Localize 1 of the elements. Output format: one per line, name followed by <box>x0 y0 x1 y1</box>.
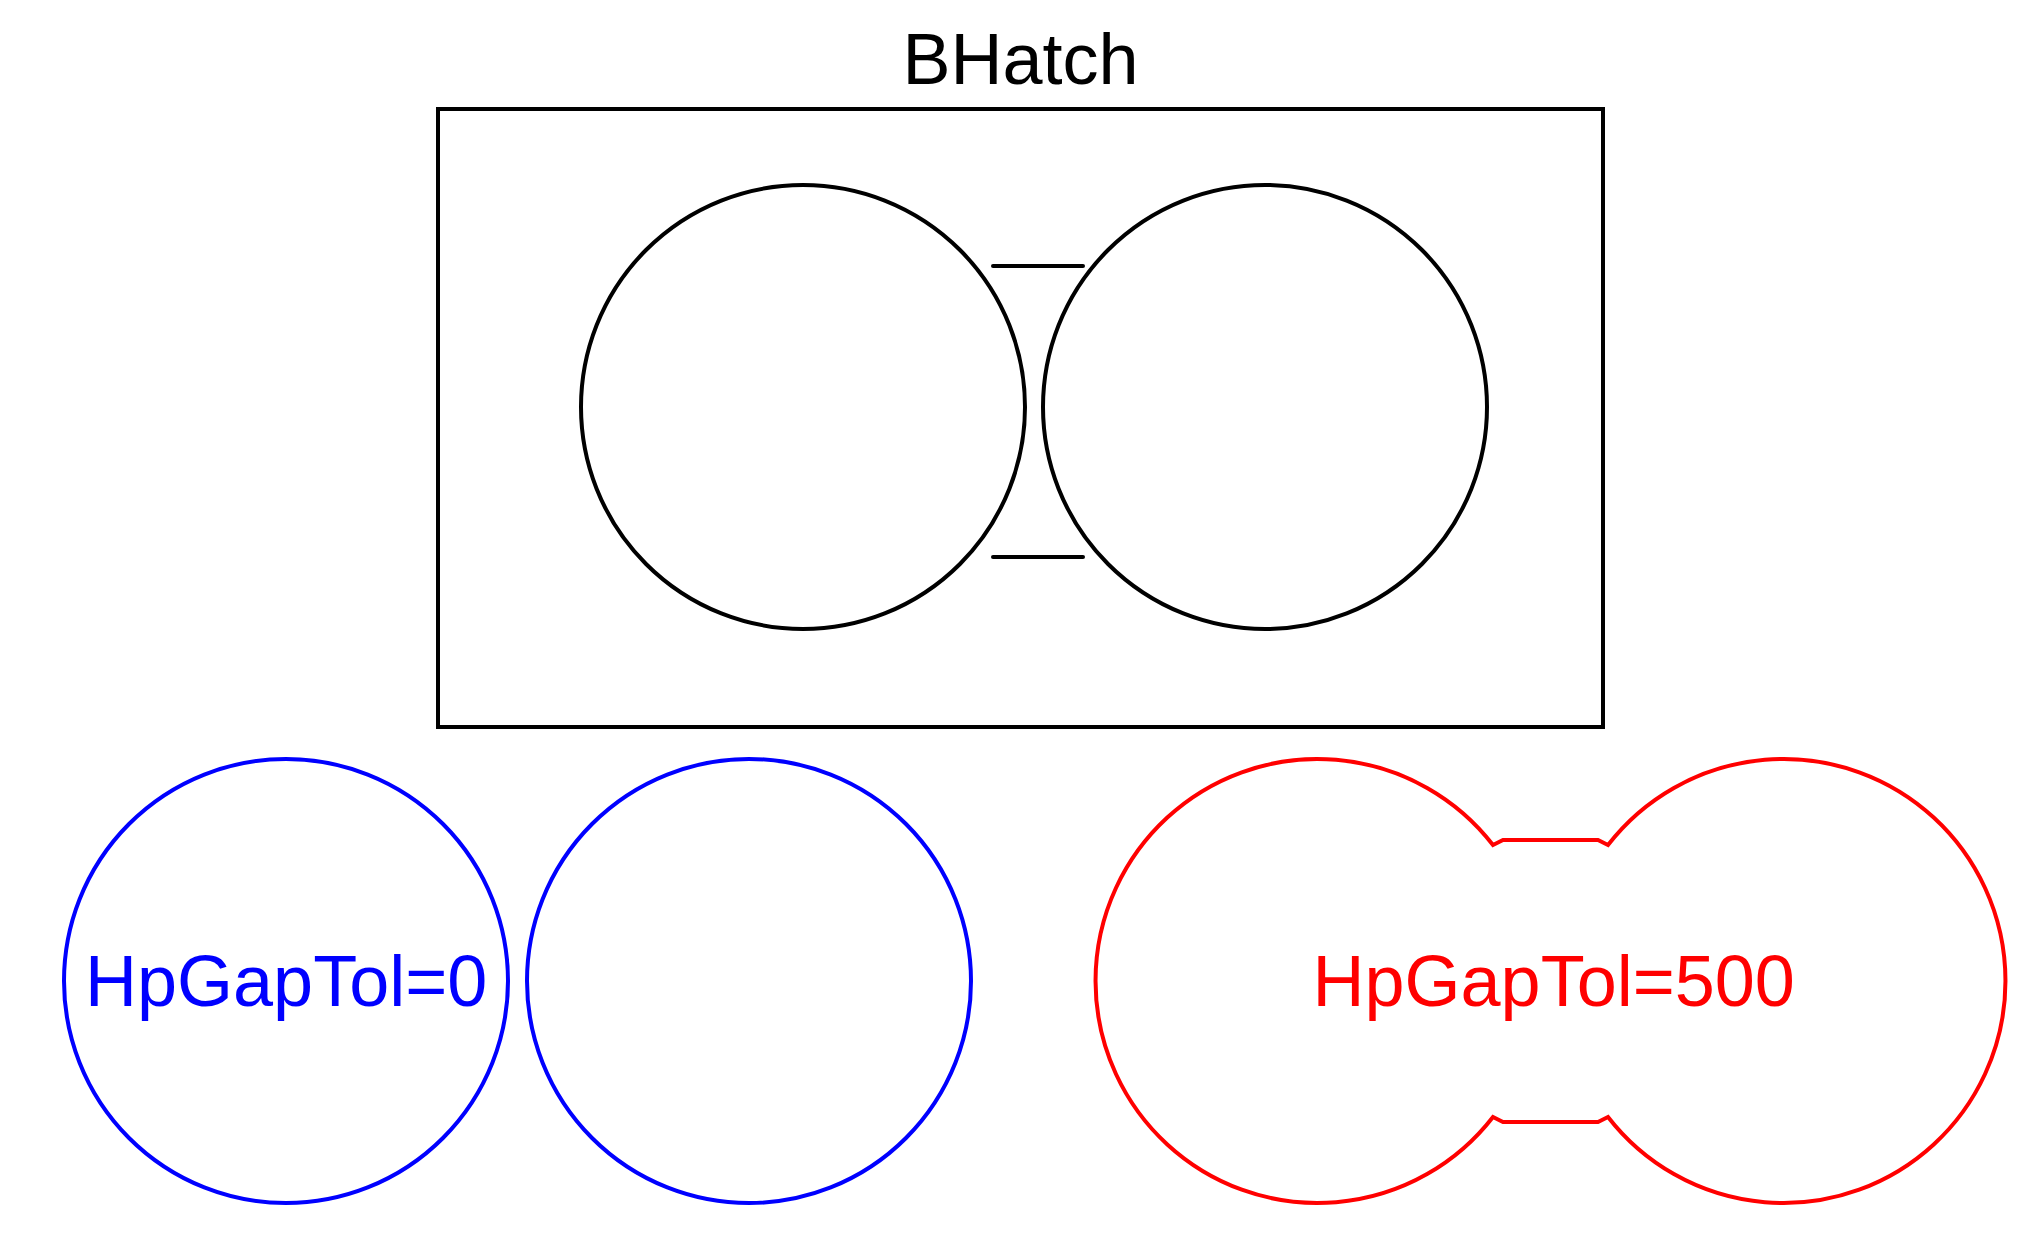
diagram-heading: BHatch <box>902 23 1139 95</box>
